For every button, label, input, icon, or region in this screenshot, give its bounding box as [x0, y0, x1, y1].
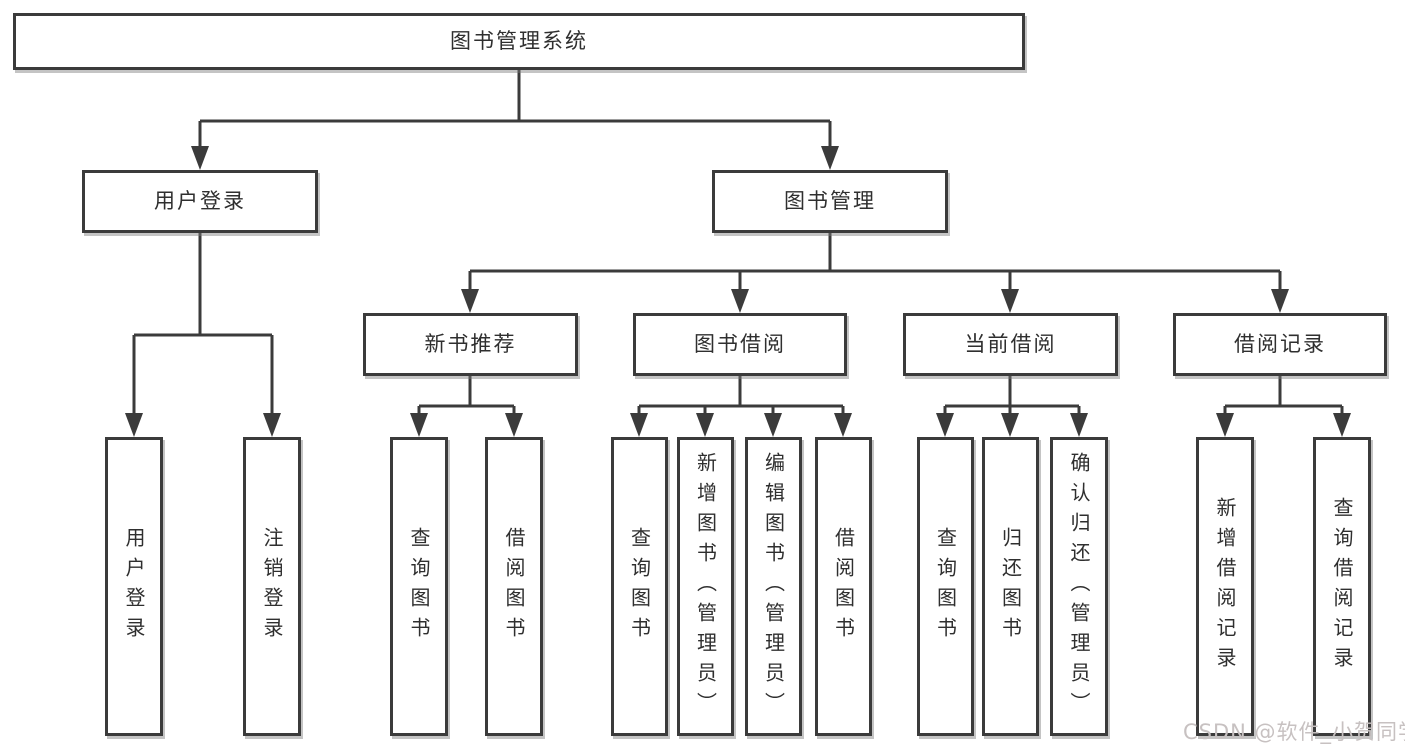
leaf-br-add-record: 新增借阅记录 [1196, 437, 1254, 736]
node-label: 借阅图书 [502, 526, 526, 647]
arrowheads [125, 146, 1351, 437]
leaf-nbr-query-books: 查询图书 [390, 437, 448, 736]
node-root-library-system: 图书管理系统 [13, 13, 1025, 70]
node-label: 借阅图书 [831, 526, 856, 647]
node-label: 查询借阅记录 [1330, 496, 1354, 677]
node-borrowing-records: 借阅记录 [1173, 313, 1387, 376]
leaf-user-login: 用户登录 [105, 437, 163, 736]
csdn-watermark: CSDN @软件_小贺同学 [1183, 720, 1405, 744]
node-label: 图书管理 [784, 189, 876, 213]
node-label: 归还图书 [998, 526, 1023, 647]
node-label: 确认归还（管理员） [1067, 451, 1091, 722]
leaf-nbr-borrow-books: 借阅图书 [485, 437, 543, 736]
node-label: 新增借阅记录 [1213, 496, 1237, 677]
node-label: 当前借阅 [964, 332, 1057, 356]
node-book-management: 图书管理 [712, 170, 948, 233]
node-book-borrowing: 图书借阅 [633, 313, 847, 376]
leaf-bb-borrow-books: 借阅图书 [815, 437, 872, 736]
node-label: 新增图书（管理员） [693, 451, 718, 722]
node-label: 查询图书 [627, 526, 652, 647]
node-label: 注销登录 [260, 526, 284, 647]
leaf-bb-edit-books-admin: 编辑图书（管理员） [745, 437, 802, 736]
node-label: 用户登录 [122, 526, 146, 647]
leaf-bb-query-books: 查询图书 [611, 437, 668, 736]
node-label: 查询图书 [933, 526, 958, 647]
leaf-logout: 注销登录 [243, 437, 301, 736]
node-label: 用户登录 [154, 189, 246, 213]
node-label: 图书管理系统 [450, 29, 588, 53]
node-current-borrowing: 当前借阅 [903, 313, 1118, 376]
leaf-cb-confirm-return-admin: 确认归还（管理员） [1050, 437, 1108, 736]
node-label: 图书借阅 [694, 332, 786, 356]
node-user-login: 用户登录 [82, 170, 318, 233]
leaf-cb-query-books: 查询图书 [917, 437, 974, 736]
node-label: 编辑图书（管理员） [761, 451, 786, 722]
node-label: 查询图书 [407, 526, 431, 647]
leaf-cb-return-books: 归还图书 [982, 437, 1039, 736]
node-label: 新书推荐 [424, 332, 517, 356]
leaf-bb-add-books-admin: 新增图书（管理员） [677, 437, 734, 736]
node-new-book-recommend: 新书推荐 [363, 313, 578, 376]
leaf-br-query-record: 查询借阅记录 [1313, 437, 1371, 736]
node-label: 借阅记录 [1234, 332, 1326, 356]
